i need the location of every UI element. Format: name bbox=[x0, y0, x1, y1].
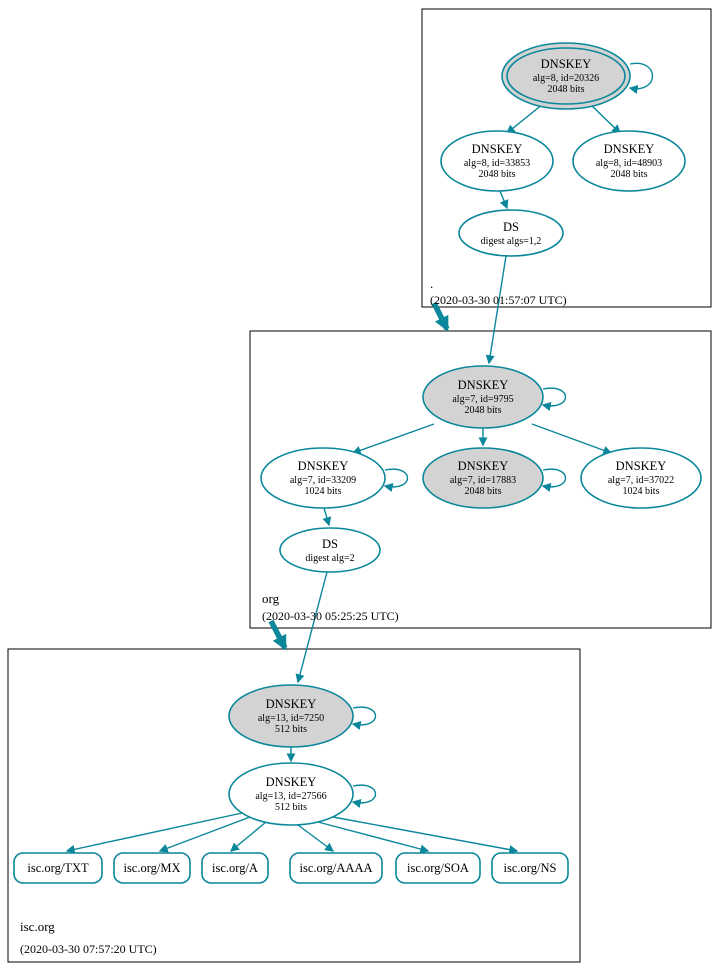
rrset-label: isc.org/A bbox=[212, 861, 258, 875]
node-detail: digest algs=1,2 bbox=[481, 236, 542, 247]
org-zsk-node[interactable]: DNSKEY alg=7, id=33209 1024 bits bbox=[260, 447, 386, 509]
edge-isc-zsk-to-a bbox=[229, 821, 267, 852]
node-size: 1024 bits bbox=[623, 486, 660, 497]
node-detail: alg=7, id=37022 bbox=[608, 475, 674, 486]
node-detail: alg=13, id=27566 bbox=[255, 791, 326, 802]
org-key2-node[interactable]: DNSKEY alg=7, id=17883 2048 bits bbox=[422, 447, 544, 509]
node-detail: digest alg=2 bbox=[305, 553, 354, 564]
edge-isc-ksk-selfloop bbox=[351, 706, 377, 730]
edge-org-key2-selfloop bbox=[541, 468, 567, 492]
rrset-label: isc.org/TXT bbox=[27, 861, 89, 875]
rrset-node-mx[interactable]: isc.org/MX bbox=[113, 852, 191, 884]
node-size: 1024 bits bbox=[305, 486, 342, 497]
node-detail: alg=8, id=33853 bbox=[464, 158, 530, 169]
org-ds-node[interactable]: DS digest alg=2 bbox=[279, 527, 381, 573]
node-size: 512 bits bbox=[275, 724, 307, 735]
edge-org-ksk-to-key3 bbox=[531, 423, 613, 455]
node-size: 2048 bits bbox=[465, 405, 502, 416]
rrset-label: isc.org/NS bbox=[504, 861, 557, 875]
edge-org-ksk-selfloop bbox=[541, 387, 567, 411]
org-zone-box bbox=[249, 330, 712, 629]
delegation-arrow-root-to-org bbox=[431, 301, 450, 332]
node-detail: alg=8, id=20326 bbox=[533, 73, 599, 84]
root-zone-box bbox=[421, 8, 712, 308]
isc-zone-label: isc.org bbox=[20, 919, 55, 934]
isc-zone-box bbox=[7, 648, 581, 963]
edge-isc-zsk-to-txt bbox=[65, 812, 243, 854]
edge-org-zsk-selfloop bbox=[383, 468, 409, 492]
edge-org-zsk-to-ds bbox=[322, 507, 332, 527]
node-size: 2048 bits bbox=[611, 169, 648, 180]
root-ds-node[interactable]: DS digest algs=1,2 bbox=[458, 209, 564, 257]
rrset-node-txt[interactable]: isc.org/TXT bbox=[13, 852, 103, 884]
node-title: DS bbox=[503, 220, 519, 234]
rrset-label: isc.org/MX bbox=[123, 861, 180, 875]
root-zone-label: . bbox=[430, 276, 433, 291]
org-zone-timestamp: (2020-03-30 05:25:25 UTC) bbox=[262, 609, 399, 623]
edge-root-ksk-selfloop bbox=[628, 62, 654, 94]
node-detail: alg=13, id=7250 bbox=[258, 713, 324, 724]
edge-root-ksk-to-zsk bbox=[505, 103, 544, 134]
root-ksk-node[interactable]: DNSKEY alg=8, id=20326 2048 bits bbox=[501, 42, 631, 110]
rrset-node-soa[interactable]: isc.org/SOA bbox=[395, 852, 481, 884]
edge-org-ds-to-isc-ksk bbox=[295, 571, 328, 684]
isc-ksk-node[interactable]: DNSKEY alg=13, id=7250 512 bits bbox=[228, 684, 354, 748]
edge-isc-zsk-to-mx bbox=[158, 816, 251, 853]
rrset-label: isc.org/AAAA bbox=[299, 861, 372, 875]
node-title: DNSKEY bbox=[472, 142, 523, 156]
rrset-node-ns[interactable]: isc.org/NS bbox=[491, 852, 569, 884]
edge-isc-zsk-selfloop bbox=[351, 784, 377, 808]
root-zone-timestamp: (2020-03-30 01:57:07 UTC) bbox=[430, 293, 567, 307]
delegation-arrow-org-to-isc bbox=[268, 619, 288, 651]
edge-root-ksk-to-key2 bbox=[590, 104, 621, 134]
node-size: 512 bits bbox=[275, 802, 307, 813]
node-title: DNSKEY bbox=[266, 697, 317, 711]
node-title: DNSKEY bbox=[616, 459, 667, 473]
node-detail: alg=7, id=33209 bbox=[290, 475, 356, 486]
node-title: DNSKEY bbox=[458, 459, 509, 473]
edge-root-zsk-to-ds bbox=[499, 190, 509, 210]
node-detail: alg=7, id=17883 bbox=[450, 475, 516, 486]
node-size: 2048 bits bbox=[479, 169, 516, 180]
isc-zone-timestamp: (2020-03-30 07:57:20 UTC) bbox=[20, 942, 157, 956]
root-key2-node[interactable]: DNSKEY alg=8, id=48903 2048 bits bbox=[572, 130, 686, 192]
org-zone-label: org bbox=[262, 591, 280, 606]
rrset-node-a[interactable]: isc.org/A bbox=[201, 852, 269, 884]
node-title: DS bbox=[322, 537, 338, 551]
node-size: 2048 bits bbox=[548, 84, 585, 95]
node-detail: alg=8, id=48903 bbox=[596, 158, 662, 169]
edge-root-ds-to-org-ksk bbox=[485, 255, 507, 365]
isc-zsk-node[interactable]: DNSKEY alg=13, id=27566 512 bits bbox=[228, 762, 354, 826]
node-title: DNSKEY bbox=[298, 459, 349, 473]
node-title: DNSKEY bbox=[604, 142, 655, 156]
edge-isc-zsk-to-aaaa bbox=[297, 824, 335, 852]
edge-isc-zsk-to-ns bbox=[332, 816, 519, 855]
org-key3-node[interactable]: DNSKEY alg=7, id=37022 1024 bits bbox=[580, 447, 702, 509]
node-detail: alg=7, id=9795 bbox=[452, 394, 513, 405]
node-title: DNSKEY bbox=[541, 57, 592, 71]
rrset-node-aaaa[interactable]: isc.org/AAAA bbox=[289, 852, 383, 884]
node-title: DNSKEY bbox=[266, 775, 317, 789]
edge-isc-zsk-to-soa bbox=[317, 821, 430, 854]
root-zsk-node[interactable]: DNSKEY alg=8, id=33853 2048 bits bbox=[440, 130, 554, 192]
rrset-label: isc.org/SOA bbox=[407, 861, 469, 875]
node-title: DNSKEY bbox=[458, 378, 509, 392]
edge-org-ksk-to-zsk bbox=[351, 423, 435, 455]
org-ksk-node[interactable]: DNSKEY alg=7, id=9795 2048 bits bbox=[422, 365, 544, 429]
node-size: 2048 bits bbox=[465, 486, 502, 497]
